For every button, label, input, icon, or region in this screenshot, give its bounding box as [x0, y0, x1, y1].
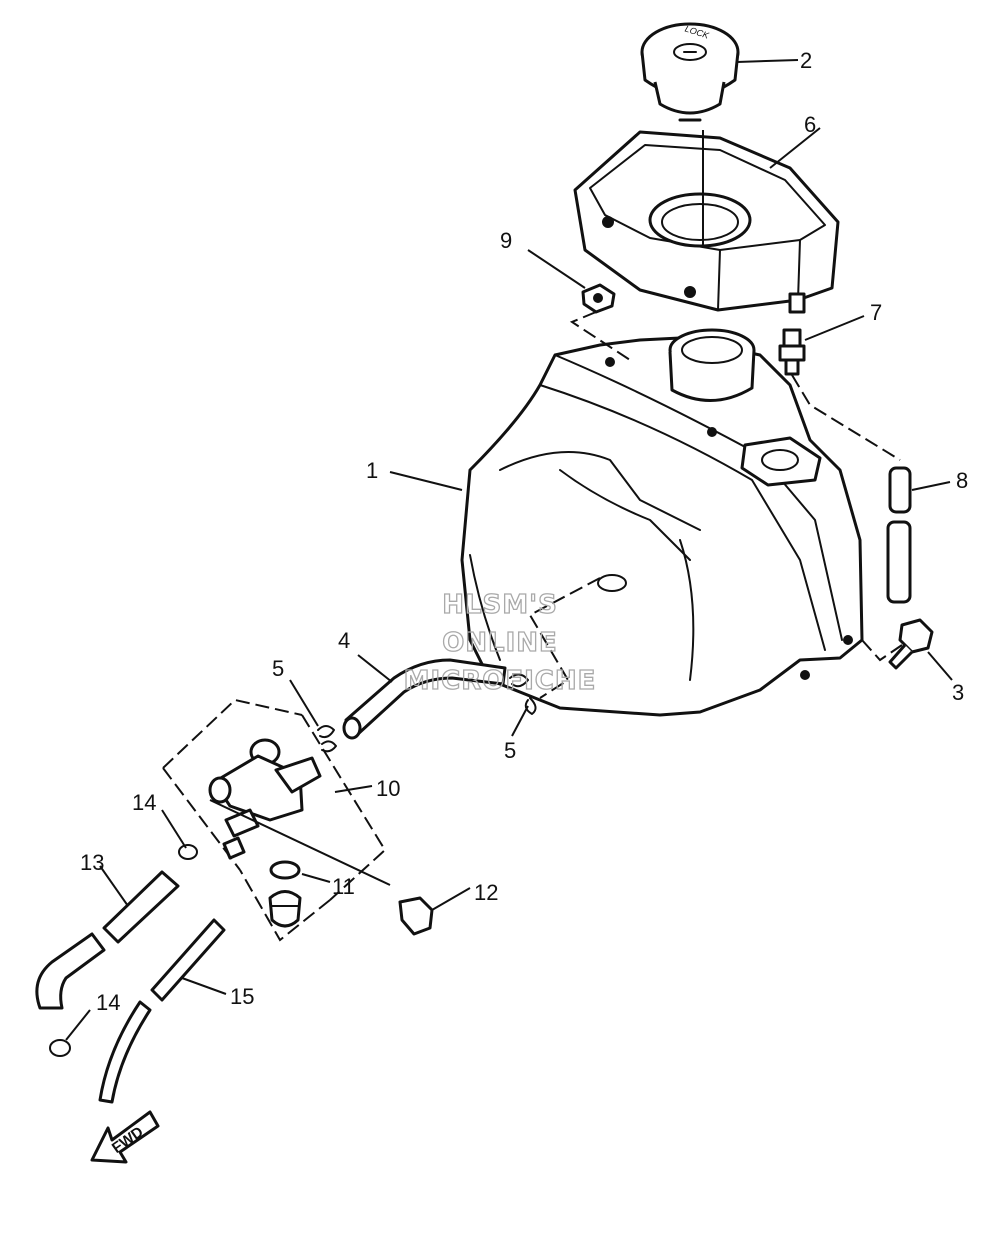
callout-10: 10	[376, 776, 400, 801]
nut-part-9	[581, 283, 616, 314]
clip-part-14-upper	[178, 844, 198, 860]
fuel-cap-part-2: LOCK	[640, 22, 740, 122]
hose-clip-part-5-lower	[317, 725, 337, 753]
callout-12: 12	[474, 880, 498, 905]
breather-hose-part-8	[886, 466, 912, 604]
callout-15: 15	[230, 984, 254, 1009]
watermark-line-2: ONLINE	[442, 628, 558, 658]
callout-9: 9	[500, 228, 512, 253]
tank-cover-part-6	[573, 130, 840, 314]
callout-labels: 2 6 9 7 8 1 3 4 5 5 10 14 11 12 13 14 15	[80, 48, 968, 1015]
hose-clip-part-5-upper	[509, 673, 537, 715]
fuel-tank-part-1	[460, 328, 864, 717]
watermark-line-1: HLSM'S	[442, 590, 558, 620]
drain-hose-part-15	[98, 918, 226, 1104]
callout-7: 7	[870, 300, 882, 325]
strainer-part-11	[268, 860, 302, 928]
callout-1: 1	[366, 458, 378, 483]
callout-2: 2	[800, 48, 812, 73]
watermark-line-3: MICROFICHE	[404, 666, 597, 696]
callout-14-upper: 14	[132, 790, 156, 815]
clip-part-14-lower	[49, 1039, 71, 1057]
assembly-lines	[162, 130, 903, 942]
callout-3: 3	[952, 680, 964, 705]
callout-13: 13	[80, 850, 104, 875]
callout-14-lower: 14	[96, 990, 120, 1015]
leader-lines	[65, 59, 953, 1041]
fuel-hose-part-4	[342, 658, 507, 740]
fuel-cock-part-10	[208, 738, 322, 860]
hose-part-13	[35, 870, 180, 1010]
watermark: HLSM'S ONLINE MICROFICHE	[403, 589, 597, 696]
callout-8: 8	[956, 468, 968, 493]
callout-11: 11	[332, 874, 355, 899]
callout-4: 4	[338, 628, 350, 653]
callout-6: 6	[804, 112, 816, 137]
fwd-direction-arrow: FWD	[90, 1110, 160, 1164]
bolt-part-3	[888, 618, 934, 670]
bolt-part-12	[398, 896, 434, 936]
callout-5-upper: 5	[272, 656, 284, 681]
breather-fitting-part-7	[778, 328, 806, 376]
callout-5-lower: 5	[504, 738, 516, 763]
